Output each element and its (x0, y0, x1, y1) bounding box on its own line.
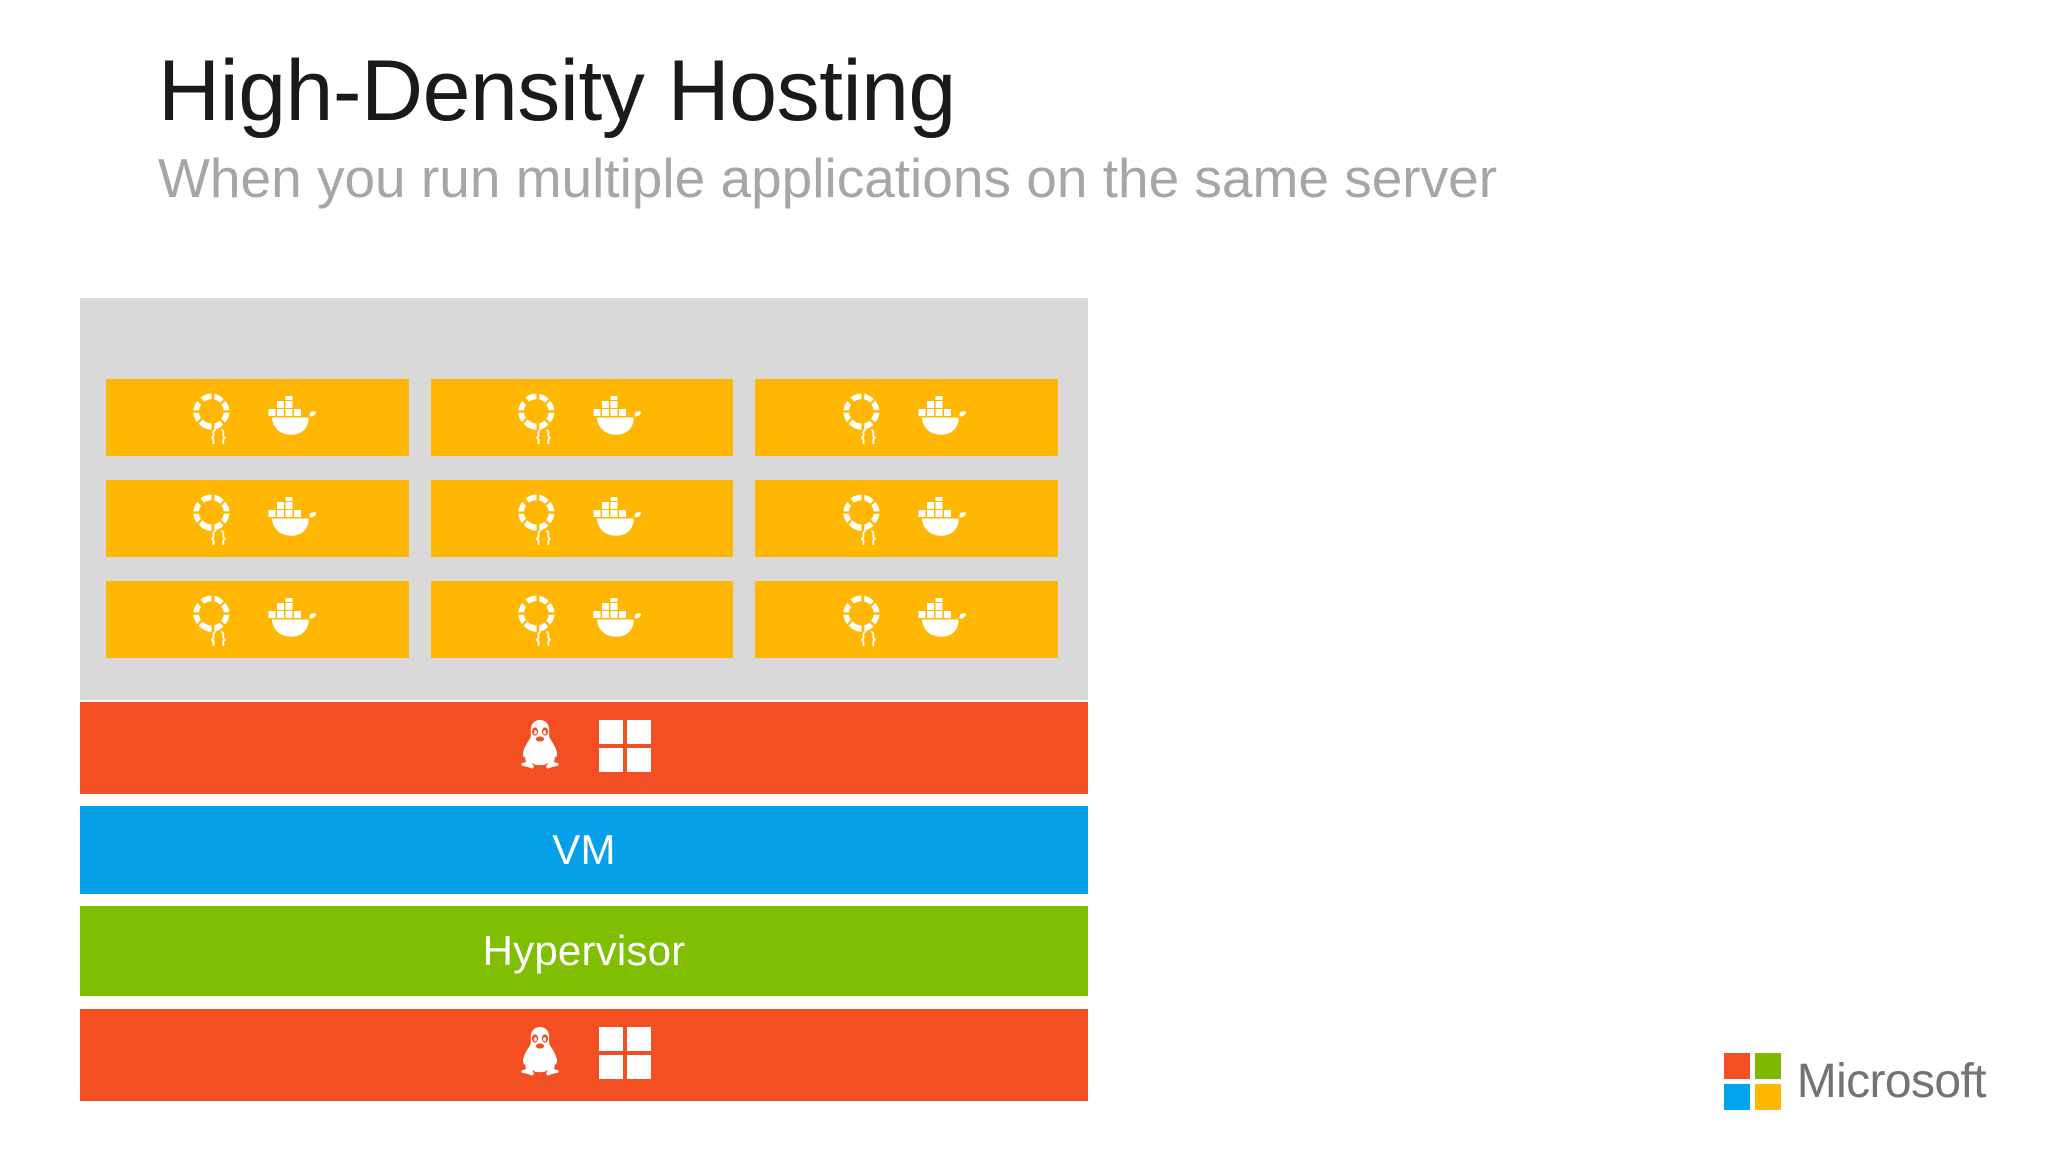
os-icon-group (517, 1026, 651, 1085)
docker-whale-icon (264, 395, 322, 440)
layer-host-os[interactable] (80, 1009, 1088, 1101)
square-bottom-right (1754, 1084, 1781, 1110)
container-box[interactable] (430, 480, 734, 557)
container-box[interactable] (430, 379, 734, 456)
docker-whale-icon (914, 496, 972, 541)
layer-hypervisor-label: Hypervisor (482, 927, 686, 974)
square-top-left (1723, 1053, 1750, 1079)
docker-whale-icon (589, 496, 647, 541)
container-box[interactable] (755, 480, 1059, 557)
container-grid (106, 379, 1059, 658)
docker-whale-icon (589, 395, 647, 440)
app-container-icon (517, 392, 563, 444)
container-box[interactable] (430, 581, 734, 658)
docker-whale-icon (264, 597, 322, 642)
app-container-icon (842, 493, 888, 545)
microsoft-logo: Microsoft (1723, 1053, 1987, 1110)
microsoft-wordmark: Microsoft (1796, 1054, 1987, 1108)
layer-vm[interactable]: VM (80, 806, 1088, 894)
container-box[interactable] (755, 581, 1059, 658)
title-block: High-Density Hosting When you run multip… (158, 43, 1858, 209)
windows-logo-icon (599, 719, 651, 777)
container-box[interactable] (106, 379, 409, 456)
container-row (106, 581, 1059, 658)
container-box[interactable] (106, 581, 409, 658)
layer-guest-os[interactable] (80, 702, 1088, 794)
square-bottom-left (1723, 1084, 1750, 1110)
container-row (106, 379, 1059, 456)
docker-whale-icon (589, 597, 647, 642)
windows-logo-icon (599, 1026, 651, 1084)
container-box[interactable] (106, 480, 409, 557)
container-host-panel (80, 298, 1088, 700)
docker-whale-icon (264, 496, 322, 541)
app-container-icon (192, 594, 238, 646)
app-container-icon (517, 493, 563, 545)
docker-whale-icon (914, 395, 972, 440)
microsoft-squares-icon (1723, 1053, 1781, 1110)
architecture-stack-diagram: VM Hypervisor (80, 298, 1088, 1101)
layer-vm-label: VM (552, 826, 616, 873)
app-container-icon (842, 594, 888, 646)
container-box[interactable] (755, 379, 1059, 456)
square-top-right (1754, 1053, 1781, 1079)
linux-tux-icon (517, 719, 563, 778)
layer-hypervisor[interactable]: Hypervisor (80, 906, 1088, 996)
page-subtitle: When you run multiple applications on th… (158, 146, 1498, 209)
container-row (106, 480, 1059, 557)
docker-whale-icon (914, 597, 972, 642)
app-container-icon (517, 594, 563, 646)
app-container-icon (842, 392, 888, 444)
os-icon-group (517, 719, 651, 778)
linux-tux-icon (517, 1026, 563, 1085)
app-container-icon (192, 493, 238, 545)
page-title: High-Density Hosting (158, 43, 956, 139)
app-container-icon (192, 392, 238, 444)
